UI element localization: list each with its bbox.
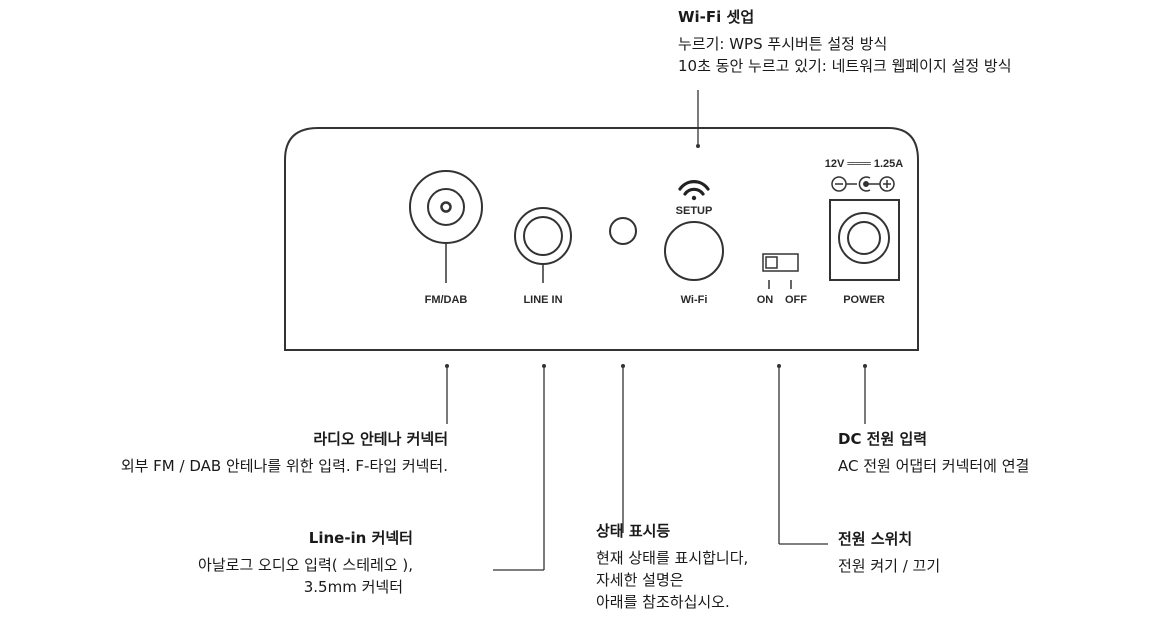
status-led-desc-1: 현재 상태를 표시합니다, bbox=[596, 549, 749, 567]
power-rating-label: 12V ═══ 1.25A bbox=[825, 158, 903, 170]
dc-power-title: DC 전원 입력 bbox=[838, 430, 928, 448]
status-led-title: 상태 표시등 bbox=[596, 522, 671, 540]
line-in-title: Line-in 커넥터 bbox=[308, 529, 413, 547]
wifi-setup-callout: Wi-Fi 셋업 누르기: WPS 푸시버튼 설정 방식 10초 동안 누르고 … bbox=[678, 6, 1012, 77]
switch-off-label: OFF bbox=[785, 294, 807, 306]
wifi-setup-title: Wi-Fi 셋업 bbox=[678, 8, 755, 26]
power-switch-callout: 전원 스위치 전원 켜기 / 끄기 bbox=[838, 528, 940, 577]
line-in-desc-1: 아날로그 오디오 입력( 스테레오 ), bbox=[198, 556, 413, 574]
status-led-callout: 상태 표시등 현재 상태를 표시합니다, 자세한 설명은 아래를 참조하십시오. bbox=[596, 520, 748, 613]
radio-antenna-title: 라디오 안테나 커넥터 bbox=[313, 430, 448, 448]
dc-power-jack bbox=[829, 199, 900, 281]
dc-power-callout: DC 전원 입력 AC 전원 어댑터 커넥터에 연결 bbox=[838, 428, 1029, 477]
line-in-label: LINE IN bbox=[523, 294, 562, 306]
line-in-callout: Line-in 커넥터 아날로그 오디오 입력( 스테레오 ), 3.5mm 커… bbox=[198, 527, 413, 598]
dc-power-desc: AC 전원 어댑터 커넥터에 연결 bbox=[838, 457, 1030, 475]
line-in-desc-2: 3.5mm 커넥터 bbox=[303, 578, 403, 596]
line-in-jack bbox=[514, 207, 572, 283]
wifi-setup-button bbox=[664, 221, 724, 281]
status-led-desc-3: 아래를 참조하십시오. bbox=[596, 593, 730, 611]
wifi-setup-desc-2: 10초 동안 누르고 있기: 네트워크 웹페이지 설정 방식 bbox=[678, 57, 1012, 75]
status-led-desc-2: 자세한 설명은 bbox=[596, 571, 684, 589]
fm-dab-connector bbox=[409, 170, 483, 283]
power-switch-title: 전원 스위치 bbox=[838, 530, 913, 548]
radio-antenna-callout: 라디오 안테나 커넥터 외부 FM / DAB 안테나를 위한 입력. F-타입… bbox=[121, 428, 448, 477]
power-label: POWER bbox=[843, 294, 885, 306]
toggle-switch-icon bbox=[762, 253, 799, 289]
wifi-label: Wi-Fi bbox=[681, 294, 708, 306]
radio-antenna-desc: 외부 FM / DAB 안테나를 위한 입력. F-타입 커넥터. bbox=[120, 457, 448, 475]
power-switch-desc: 전원 켜기 / 끄기 bbox=[838, 557, 941, 575]
polarity-icon bbox=[831, 176, 895, 192]
wifi-icon bbox=[678, 180, 710, 201]
switch-on-label: ON bbox=[757, 294, 774, 306]
callout-leader-lines bbox=[445, 90, 867, 571]
status-led bbox=[609, 217, 637, 245]
setup-label: SETUP bbox=[676, 205, 713, 217]
fm-dab-label: FM/DAB bbox=[425, 294, 468, 306]
device-panel-outline bbox=[284, 127, 919, 351]
wifi-setup-desc-1: 누르기: WPS 푸시버튼 설정 방식 bbox=[678, 35, 888, 53]
